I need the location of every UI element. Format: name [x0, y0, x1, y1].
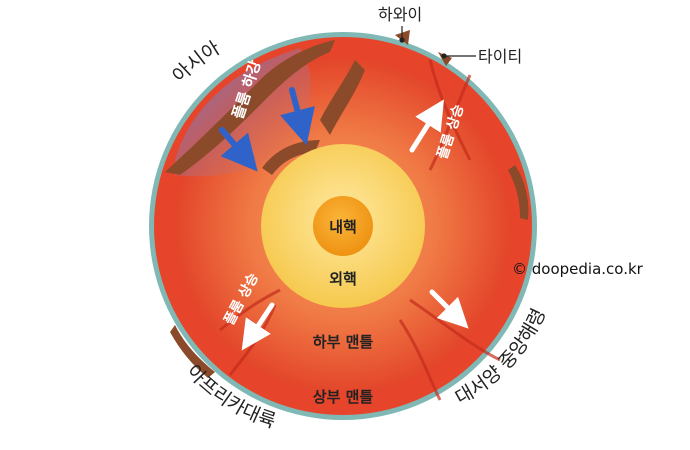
pointer-lines [399, 26, 476, 59]
downwelling-arrows [219, 87, 315, 172]
label-inner-core: 내핵 [329, 218, 357, 236]
inner-core [313, 196, 373, 256]
label-upper-mantle: 상부 맨틀 [313, 388, 374, 406]
label-asia: 아시아 [168, 37, 224, 87]
label-lower-mantle: 하부 맨틀 [313, 333, 374, 351]
label-hawaii: 하와이 [378, 5, 422, 24]
label-outer-core: 외핵 [329, 270, 357, 288]
copyright-text: © doopedia.co.kr [512, 260, 644, 278]
up-arrow-right [409, 99, 445, 153]
label-tahiti: 타이티 [478, 47, 522, 66]
crust-pieces [165, 30, 529, 378]
down-arrow-1 [219, 127, 258, 172]
upwelling-arrows [241, 99, 469, 351]
up-arrow-left [241, 302, 275, 351]
up-arrow-lower-right [429, 289, 469, 329]
down-arrow-2 [280, 87, 315, 146]
